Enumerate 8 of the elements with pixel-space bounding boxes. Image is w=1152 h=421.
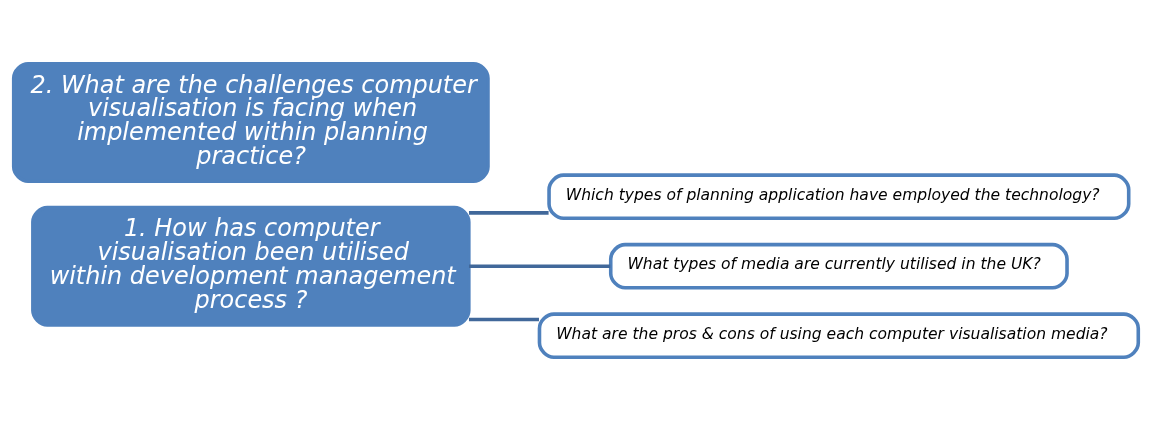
connector [468, 317, 539, 322]
connector [468, 211, 549, 215]
node-box: Which types of planning application have employed the technology? [547, 173, 1131, 221]
node-box: What types of media are currently utilised in the UK? [608, 242, 1069, 290]
node-box: What are the pros & cons of using each computer visualisation media? [537, 312, 1141, 359]
connector [468, 264, 611, 268]
node-box: 1. How has computer visualisation been utilised within development management process ? [31, 205, 471, 327]
node-box: 2. What are the challenges computer visualisation is facing when implemented within planning practice? [11, 62, 490, 183]
